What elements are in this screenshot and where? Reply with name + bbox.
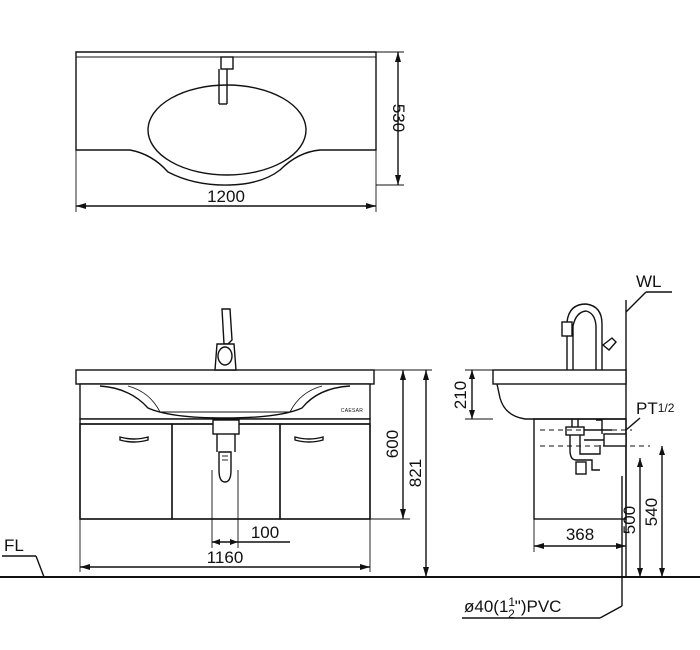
dim-label-530: 530 — [389, 104, 408, 132]
dim-label-100: 100 — [251, 523, 279, 542]
front-countertop — [75, 369, 375, 385]
drain-trap — [218, 451, 232, 483]
supply-valve — [603, 433, 627, 447]
dim-label-1200: 1200 — [207, 187, 245, 206]
faucet-base — [220, 56, 234, 70]
side-cabinet — [533, 418, 627, 520]
front-basin-apron — [79, 383, 371, 420]
front-faucet-neck — [221, 308, 233, 345]
side-trap — [569, 435, 600, 471]
top-view: 1200 530 — [75, 51, 408, 212]
side-basin — [496, 383, 626, 420]
dim-label-821: 821 — [406, 459, 425, 487]
pt-label: PT1/2 — [636, 399, 675, 418]
side-faucet-lever[interactable] — [601, 337, 617, 351]
countertop-outline — [75, 51, 377, 186]
front-view: CAESAR 100 1160 60 — [75, 308, 432, 577]
side-countertop — [492, 369, 627, 385]
floor: FL — [0, 536, 700, 650]
front-basin-bowl — [99, 385, 351, 419]
dim-label-540: 540 — [642, 498, 661, 526]
wall-line-label: WL — [636, 272, 662, 291]
dim-label-500: 500 — [620, 506, 639, 534]
brand-text: CAESAR — [341, 408, 363, 414]
floor-label: FL — [4, 536, 24, 555]
drain-fitting — [212, 419, 240, 435]
dim-label-210: 210 — [451, 381, 470, 409]
cabinet-body — [79, 418, 371, 520]
dim-label-1160: 1160 — [207, 548, 244, 567]
dim-label-600: 600 — [383, 430, 402, 458]
door-handle-right[interactable] — [294, 436, 324, 443]
side-view: WL PT1/2 210 368 — [451, 272, 675, 577]
dim-label-368: 368 — [566, 525, 594, 544]
side-faucet-arc — [566, 303, 603, 370]
door-handle-left[interactable] — [119, 436, 149, 443]
